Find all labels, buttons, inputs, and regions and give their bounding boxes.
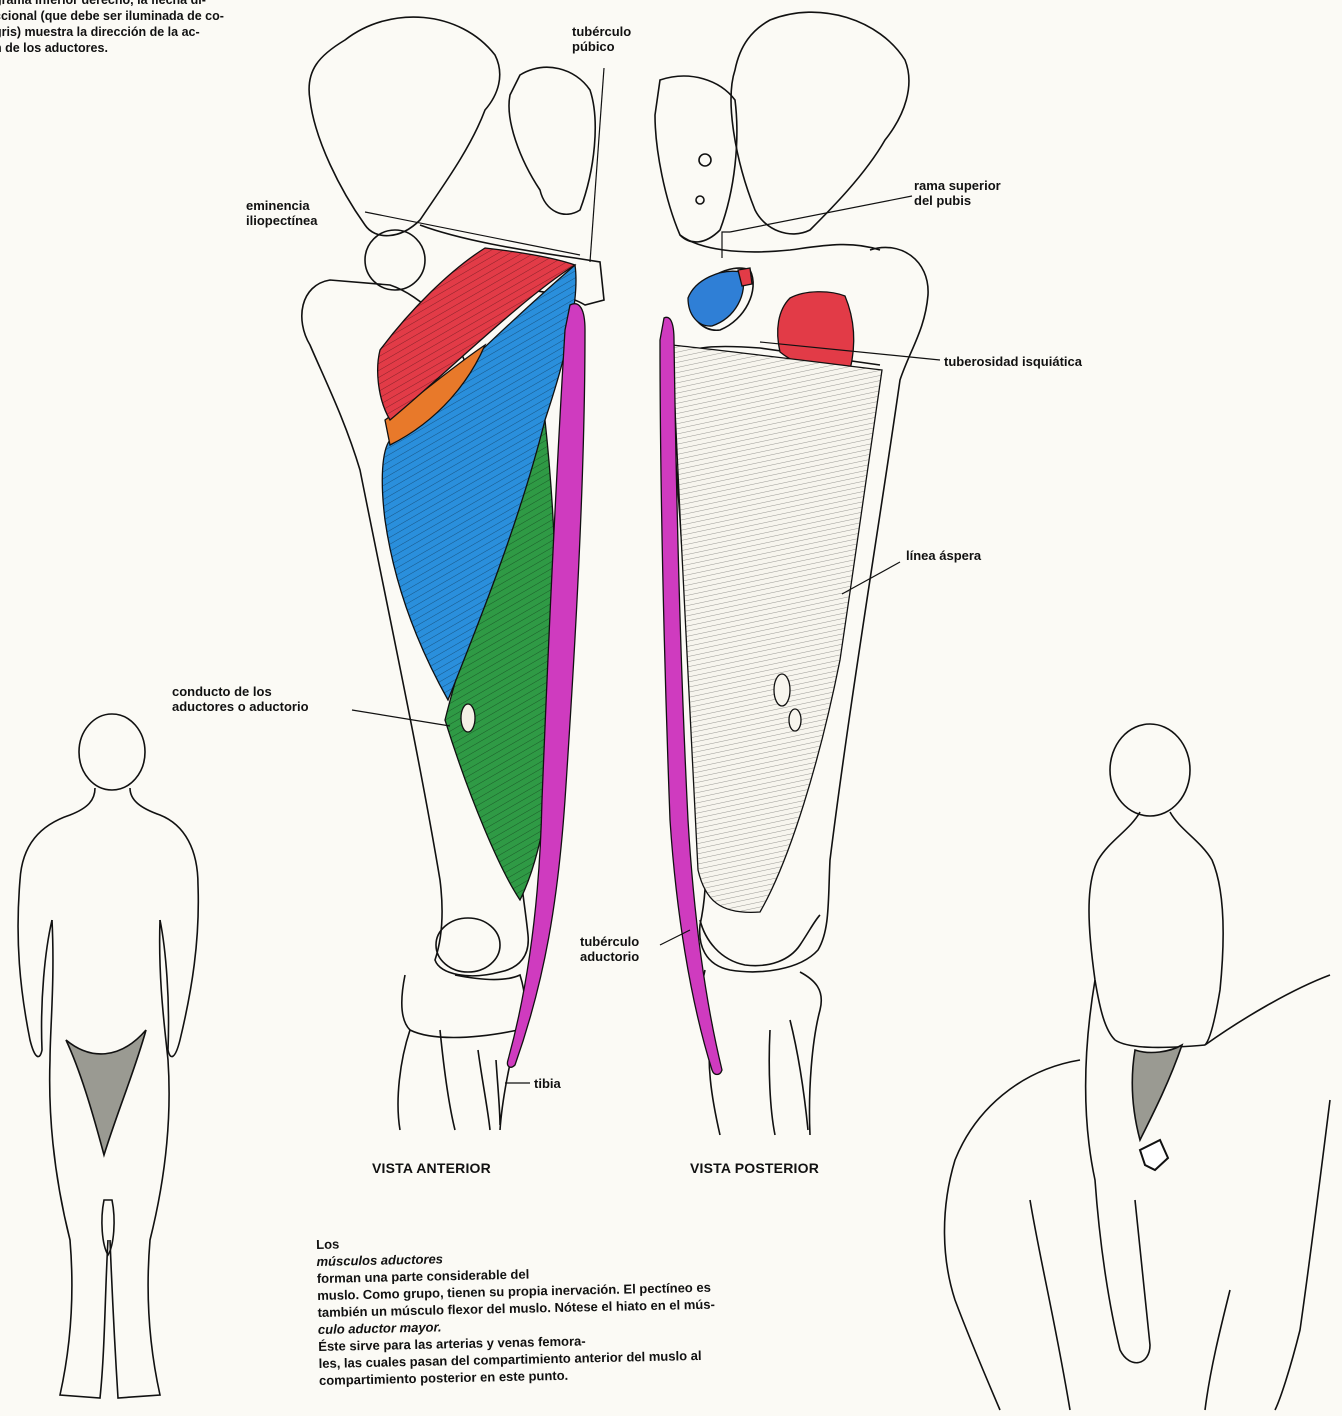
anterior-tibia [398, 975, 525, 1130]
posterior-muscles [660, 268, 882, 1075]
body-paragraph: Los músculos aductores forman una parte … [316, 1224, 899, 1389]
posterior-ilium [731, 12, 909, 234]
direction-arrow-icon [1140, 1140, 1168, 1170]
posterior-sacrum [655, 76, 737, 242]
posterior-obturador [688, 271, 743, 326]
intro-line: gris) muestra la dirección de la ac- [0, 24, 324, 40]
label-tuberosidad-isquiatica: tuberosidad isquiática [944, 354, 1082, 369]
anterior-ilium [309, 17, 500, 236]
label-tibia: tibia [534, 1076, 561, 1091]
label-tuberculo-pubico: tubérculo púbico [572, 24, 631, 54]
anterior-sacrum [509, 67, 595, 214]
standing-figure-adductor-triangle [66, 1030, 146, 1155]
label-line: iliopectínea [246, 213, 318, 228]
label-tuberculo-aductorio: tubérculo aductorio [580, 934, 639, 964]
intro-line: ccional (que debe ser iluminada de co- [0, 8, 324, 24]
label-rama-superior-pubis: rama superior del pubis [914, 178, 1001, 208]
caption-vista-anterior: VISTA ANTERIOR [372, 1160, 491, 1176]
caption-vista-posterior: VISTA POSTERIOR [690, 1160, 819, 1176]
label-eminencia-iliopectinea: eminencia iliopectínea [246, 198, 318, 228]
label-line: del pubis [914, 193, 1001, 208]
centaur-adductor-triangle [1132, 1045, 1182, 1140]
label-line: eminencia [246, 198, 318, 213]
anterior-muscles [378, 248, 585, 1067]
intro-text: grama inferior derecho, la flecha di- cc… [0, 0, 324, 56]
label-line: tubérculo [572, 24, 631, 39]
label-conducto-aductores: conducto de los aductores o aductorio [172, 684, 309, 714]
intro-line: grama inferior derecho, la flecha di- [0, 0, 324, 8]
label-line: púbico [572, 39, 631, 54]
label-line: tubérculo [580, 934, 639, 949]
posterior-tibia [702, 970, 821, 1135]
label-line: aductorio [580, 949, 639, 964]
label-line: conducto de los [172, 684, 309, 699]
intro-line: n de los aductores. [0, 40, 324, 56]
label-line: rama superior [914, 178, 1001, 193]
label-linea-aspera: línea áspera [906, 548, 981, 563]
label-line: aductores o aductorio [172, 699, 309, 714]
